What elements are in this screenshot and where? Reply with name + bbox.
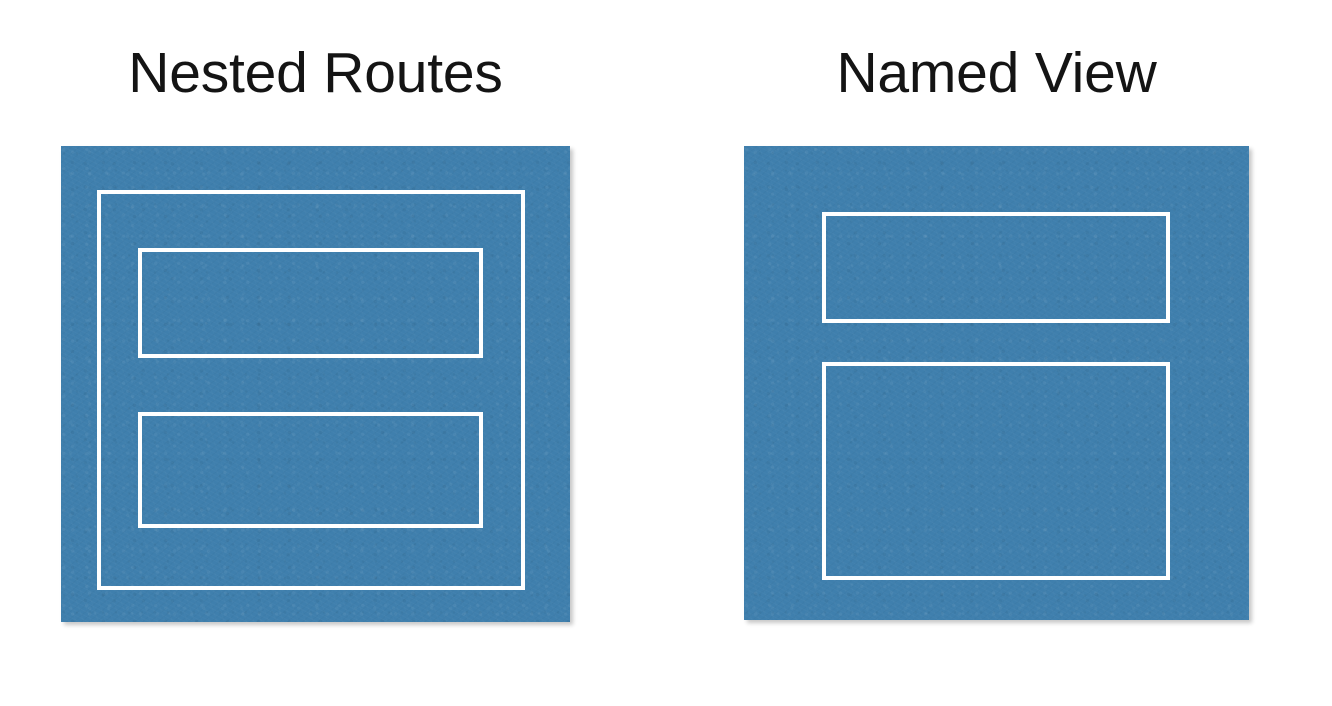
region-named-view-bottom[interactable] — [822, 362, 1170, 580]
panel-title-nested-routes: Nested Routes — [128, 41, 503, 105]
region-child-route-bottom[interactable] — [138, 412, 483, 528]
region-parent-route-outline[interactable] — [97, 190, 525, 590]
region-child-route-top[interactable] — [138, 248, 483, 358]
panel-title-named-view: Named View — [836, 41, 1157, 105]
region-named-view-top[interactable] — [822, 212, 1170, 323]
panel-nested-routes — [61, 146, 570, 622]
panel-named-view — [744, 146, 1249, 620]
